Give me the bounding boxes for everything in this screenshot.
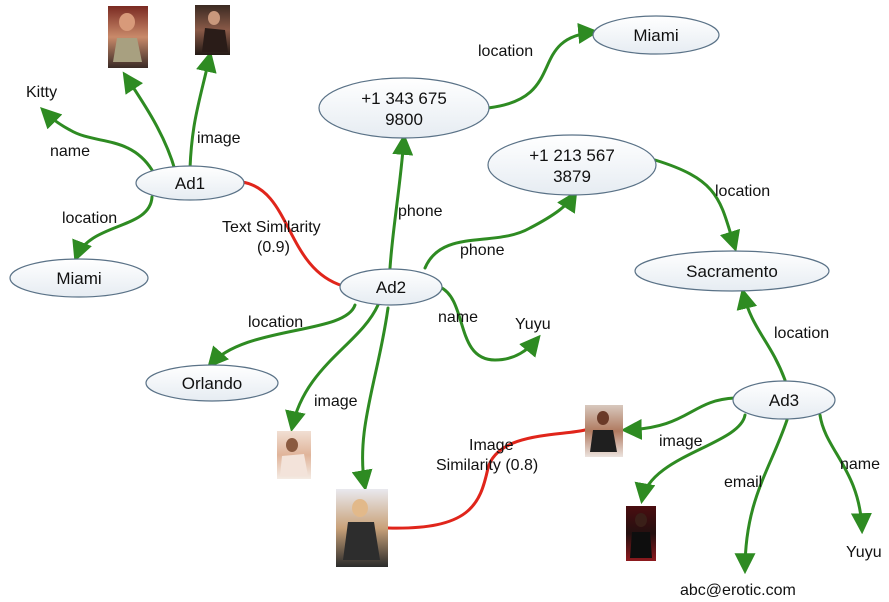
- edge-ad1-location: [72, 195, 154, 262]
- text-similarity-line1: Text Similarity: [222, 219, 321, 236]
- edge-ad1-image-1: [122, 71, 177, 172]
- edge-label-phone-a: phone: [398, 203, 443, 220]
- edge-label-location-ad2: location: [248, 314, 303, 331]
- edge-label-name-ad1: name: [50, 143, 90, 160]
- edge-ad1-name: [40, 107, 154, 172]
- yuyu-ad3-label: Yuyu: [846, 544, 882, 561]
- node-ad2: [339, 268, 443, 306]
- yuyu-ad2-label: Yuyu: [515, 316, 551, 333]
- phone2-line2: 3879: [553, 167, 591, 186]
- edge-label-location-ad3: location: [774, 325, 829, 342]
- edge-ad3-image-2: [634, 413, 747, 505]
- phone1-line2: 9800: [385, 110, 423, 129]
- edge-ad3-location: [736, 287, 787, 382]
- image-similarity-line1: Image: [469, 437, 514, 454]
- edge-phone1-location: [486, 22, 600, 110]
- image-thumb-ad2-a: [277, 431, 311, 479]
- image-thumb-ad1-b: [195, 5, 230, 55]
- edge-label-image-ad3: image: [659, 433, 703, 450]
- edge-ad1-image-2: [188, 50, 217, 170]
- edge-ad3-name: [818, 413, 872, 535]
- edge-label-name-ad3: name: [840, 456, 880, 473]
- image-thumb-ad3-b: [626, 506, 656, 561]
- edge-label-location-phone1: location: [478, 43, 533, 60]
- edge-label-name-ad2: name: [438, 309, 478, 326]
- edge-text-similarity: [240, 180, 345, 288]
- email-value-label: abc@erotic.com: [680, 582, 796, 599]
- node-ad1: [135, 165, 245, 201]
- node-phone1: [318, 77, 490, 139]
- edge-ad3-email: [734, 418, 789, 575]
- edge-label-phone-b: phone: [460, 242, 505, 259]
- image-thumb-ad3-a: [585, 405, 623, 457]
- node-orlando: [145, 364, 279, 402]
- ad3-label: Ad3: [769, 391, 799, 410]
- node-miami-ad1: [9, 258, 149, 298]
- image-thumb-ad2-b: [336, 489, 388, 567]
- image-similarity-line2: Similarity (0.8): [436, 457, 538, 474]
- edge-label-location-ad1: location: [62, 210, 117, 227]
- node-phone2: [487, 134, 657, 196]
- orlando-label: Orlando: [182, 374, 242, 393]
- edge-label-image-ad2: image: [314, 393, 358, 410]
- edge-label-location-phone2: location: [715, 183, 770, 200]
- sacramento-label: Sacramento: [686, 262, 778, 281]
- node-ad3: [732, 380, 836, 420]
- ad2-label: Ad2: [376, 278, 406, 297]
- ad1-label: Ad1: [175, 174, 205, 193]
- edge-ad2-phone-1: [388, 133, 414, 270]
- edge-image-similarity: [386, 428, 587, 530]
- phone2-line1: +1 213 567: [529, 146, 615, 165]
- edge-label-email-ad3: email: [724, 474, 762, 491]
- edge-ad2-image-1: [285, 303, 380, 433]
- phone1-line1: +1 343 675: [361, 89, 447, 108]
- miami-phone-label: Miami: [633, 26, 678, 45]
- edge-ad3-image-1: [620, 396, 737, 440]
- image-thumb-ad1-a: [108, 6, 148, 68]
- edge-ad2-name: [438, 285, 541, 362]
- edge-ad2-location: [207, 303, 357, 369]
- edge-ad2-phone-2: [423, 190, 578, 270]
- miami-ad1-label: Miami: [56, 269, 101, 288]
- text-similarity-line2: (0.9): [257, 239, 290, 256]
- kitty-label: Kitty: [26, 84, 57, 101]
- node-miami-phone: [592, 15, 720, 55]
- edge-label-image-ad1: image: [197, 130, 241, 147]
- node-sacramento: [634, 250, 830, 292]
- image-thumbnails: [108, 5, 656, 567]
- edge-phone2-location: [653, 158, 741, 253]
- edge-ad2-image-2: [351, 306, 390, 492]
